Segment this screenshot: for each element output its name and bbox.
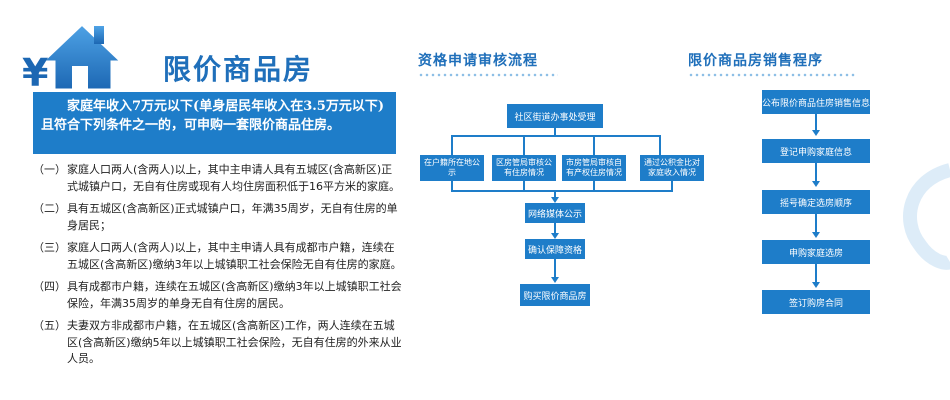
connector bbox=[523, 135, 525, 155]
connector bbox=[451, 190, 673, 192]
flow2-step-box: 摇号确定选房顺序 bbox=[762, 190, 870, 214]
arrow-down-icon bbox=[812, 181, 820, 187]
condition-list: （一）家庭人口两人(含两人)以上，其中主申请人具有五城区(含高新区)正式城镇户口… bbox=[33, 162, 403, 374]
connector bbox=[815, 214, 817, 236]
condition-item: （五）夫妻双方非成都市户籍，在五城区(含高新区)工作，两人连续在五城区(含高新区… bbox=[33, 319, 402, 365]
flow2-step-box: 登记申购家庭信息 bbox=[762, 139, 870, 163]
connector bbox=[815, 264, 817, 286]
connector bbox=[815, 163, 817, 185]
connector bbox=[554, 259, 556, 279]
intro-banner: 家庭年收入7万元以下(单身居民年收入在3.5万元以下)且符合下列条件之一的，可申… bbox=[33, 92, 396, 154]
condition-item: （四）具有成都市户籍，连续在五城区(含高新区)缴纳3年以上城镇职工社会保险，年满… bbox=[33, 280, 402, 310]
connector bbox=[593, 135, 595, 155]
flow1-branch-box: 区房管局审核公有住房情况 bbox=[492, 155, 556, 181]
heading-divider bbox=[688, 72, 856, 78]
svg-text:¥: ¥ bbox=[22, 51, 48, 92]
arrow-down-icon bbox=[812, 130, 820, 136]
page-title: 限价商品房 bbox=[163, 53, 314, 86]
connector bbox=[523, 181, 525, 191]
condition-item: （一）家庭人口两人(含两人)以上，其中主申请人具有五城区(含高新区)正式城镇户口… bbox=[33, 163, 400, 193]
connector bbox=[554, 128, 556, 136]
flow1-step-box: 确认保障资格 bbox=[525, 239, 585, 259]
flow2-heading: 限价商品房销售程序 bbox=[688, 53, 823, 69]
connector bbox=[554, 190, 556, 198]
house-yuan-icon: ¥ bbox=[22, 21, 126, 92]
arrow-down-icon bbox=[812, 282, 820, 288]
flow1-top-box: 社区街道办事处受理 bbox=[507, 104, 603, 128]
arrow-down-icon bbox=[812, 232, 820, 238]
connector bbox=[671, 181, 673, 191]
arrow-down-icon bbox=[551, 277, 559, 283]
connector bbox=[659, 135, 661, 155]
connector bbox=[451, 135, 453, 155]
connector bbox=[451, 135, 659, 137]
connector bbox=[554, 223, 556, 235]
decorative-swirl bbox=[903, 163, 950, 270]
arrow-down-icon bbox=[551, 197, 559, 203]
flow1-branch-box: 在户籍所在地公示 bbox=[420, 155, 484, 181]
flow1-branch-box: 通过公积金比对家庭收入情况 bbox=[640, 155, 704, 181]
condition-item: （三）家庭人口两人(含两人)以上，其中主申请人具有成都市户籍，连续在五城区(含高… bbox=[33, 241, 402, 271]
flow1-branch-box: 市房管局审核自有产权住房情况 bbox=[562, 155, 626, 181]
arrow-down-icon bbox=[551, 233, 559, 239]
flow2-step-box: 申购家庭选房 bbox=[762, 240, 870, 264]
flow1-step-box: 购买限价商品房 bbox=[520, 284, 590, 306]
connector bbox=[815, 114, 817, 134]
connector bbox=[593, 181, 595, 191]
heading-divider bbox=[418, 72, 558, 78]
connector bbox=[451, 181, 453, 191]
flow2-step-box: 公布限价商品住房销售信息 bbox=[762, 90, 870, 114]
flow2-step-box: 签订购房合同 bbox=[762, 290, 870, 314]
flow1-heading: 资格申请审核流程 bbox=[418, 53, 538, 69]
condition-item: （二）具有五城区(含高新区)正式城镇户口，年满35周岁，无自有住房的单身居民； bbox=[33, 202, 398, 232]
flow1-step-box: 网络媒体公示 bbox=[525, 203, 585, 223]
